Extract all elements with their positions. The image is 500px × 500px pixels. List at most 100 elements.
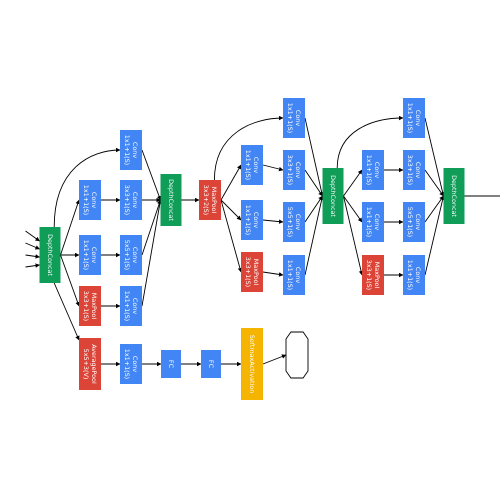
node-box [443, 168, 465, 224]
node-label: 1x1+1(S) [406, 103, 414, 133]
node-label: Conv [373, 162, 381, 178]
node-label: softmax1 [293, 340, 301, 370]
node-label: 3x3+1(S) [286, 155, 294, 185]
node-label: 3x3+1(S) [365, 260, 373, 290]
node-label: MaxPool [373, 262, 381, 289]
node-box [161, 350, 181, 378]
edge-conv-f4-to-concat-3 [424, 195, 445, 276]
node-label: 1x1+1(S) [82, 240, 90, 270]
node-box [283, 202, 305, 242]
edge-conv-b3-to-concat-1 [141, 199, 162, 256]
edge-maxpool-mid-to-maxpool-c [220, 199, 243, 273]
node-fc-2: FC [201, 350, 221, 378]
node-box [285, 331, 309, 379]
node-label: 3x3+1(S) [82, 291, 90, 321]
node-label: Conv [131, 142, 139, 158]
node-label: 3x3+2(S) [202, 185, 210, 215]
node-box [160, 174, 182, 226]
node-box [241, 145, 263, 185]
edge-maxpool-c-to-conv-d4 [262, 271, 284, 277]
node-label: MaxPool [252, 259, 260, 286]
node-label: 1x1+1(S) [286, 260, 294, 290]
node-label: Conv [90, 247, 98, 263]
node-label: 1x1+1(S) [365, 207, 373, 237]
node-label: Conv [131, 298, 139, 314]
node-label: Conv [294, 214, 302, 230]
input-stub-1 [25, 230, 40, 242]
node-box [79, 180, 101, 220]
edge-maxpool-mid-to-conv-d1 [213, 115, 284, 181]
node-box [403, 255, 425, 295]
edge-concat-in-to-maxpool-a [60, 254, 80, 307]
node-concat-3: DepthConcat [443, 168, 465, 224]
node-concat-1: DepthConcat [160, 174, 182, 226]
node-label: 1x1+1(S) [123, 349, 131, 379]
node-label: Conv [414, 110, 422, 126]
node-label: 1x1+1(S) [406, 260, 414, 290]
edge-softmax-act-to-softmax-out [262, 354, 287, 365]
nodes-layer: DepthConcatConv1x1+1(S)Conv1x1+1(S)MaxPo… [39, 98, 465, 400]
edge-conv-d1-to-concat-2 [304, 117, 324, 197]
edge-conv-b4-to-concat-1 [141, 199, 163, 307]
node-box [283, 98, 305, 138]
node-box [79, 286, 101, 326]
input-stub-2 [25, 242, 40, 250]
edges-layer [25, 115, 500, 367]
edge-conv-f1-to-concat-3 [424, 117, 445, 197]
node-box [39, 227, 61, 283]
edge-concat-2-to-conv-e2 [343, 195, 363, 223]
node-box [362, 255, 384, 295]
node-label: FC [207, 360, 215, 369]
node-box [120, 344, 142, 384]
node-label: DepthConcat [46, 234, 54, 276]
node-label: Conv [131, 192, 139, 208]
node-box [201, 350, 221, 378]
node-box [362, 150, 384, 190]
edge-conv-b1-to-concat-1 [141, 149, 162, 201]
edge-concat-2-to-maxpool-e [343, 195, 364, 276]
node-box [241, 200, 263, 240]
node-box [79, 235, 101, 275]
input-stub-3 [25, 254, 40, 259]
node-label: MaxPool [210, 187, 218, 214]
node-label: 5x5+1(S) [286, 207, 294, 237]
node-label: 1x1+1(S) [123, 135, 131, 165]
node-label: Conv [373, 214, 381, 230]
edge-conv-d2-to-concat-2 [304, 169, 323, 197]
edge-concat-in-to-conv-b1 [53, 147, 121, 228]
edge-conv-f2-to-concat-3 [424, 169, 444, 197]
node-label: Conv [252, 157, 260, 173]
node-label: DepthConcat [167, 179, 175, 221]
node-label: 5x5+3(V) [82, 349, 90, 380]
node-label: 3x3+1(S) [244, 257, 252, 287]
node-label: DepthConcat [329, 175, 337, 217]
node-label: 3x3+1(S) [123, 185, 131, 215]
node-label: 1x1+1(S) [365, 155, 373, 185]
node-box [120, 235, 142, 275]
edge-maxpool-mid-to-conv-c1 [220, 164, 242, 201]
node-label: Conv [131, 356, 139, 372]
node-concat-2: DepthConcat [322, 168, 344, 224]
node-box [120, 286, 142, 326]
node-label: Conv [414, 267, 422, 283]
node-label: Conv [294, 267, 302, 283]
edge-concat-2-to-conv-e1 [343, 169, 363, 197]
node-box [120, 180, 142, 220]
node-box [283, 150, 305, 190]
node-label: DepthConcat [450, 175, 458, 217]
edge-concat-in-to-conv-a1 [60, 199, 80, 256]
node-label: Conv [414, 162, 422, 178]
